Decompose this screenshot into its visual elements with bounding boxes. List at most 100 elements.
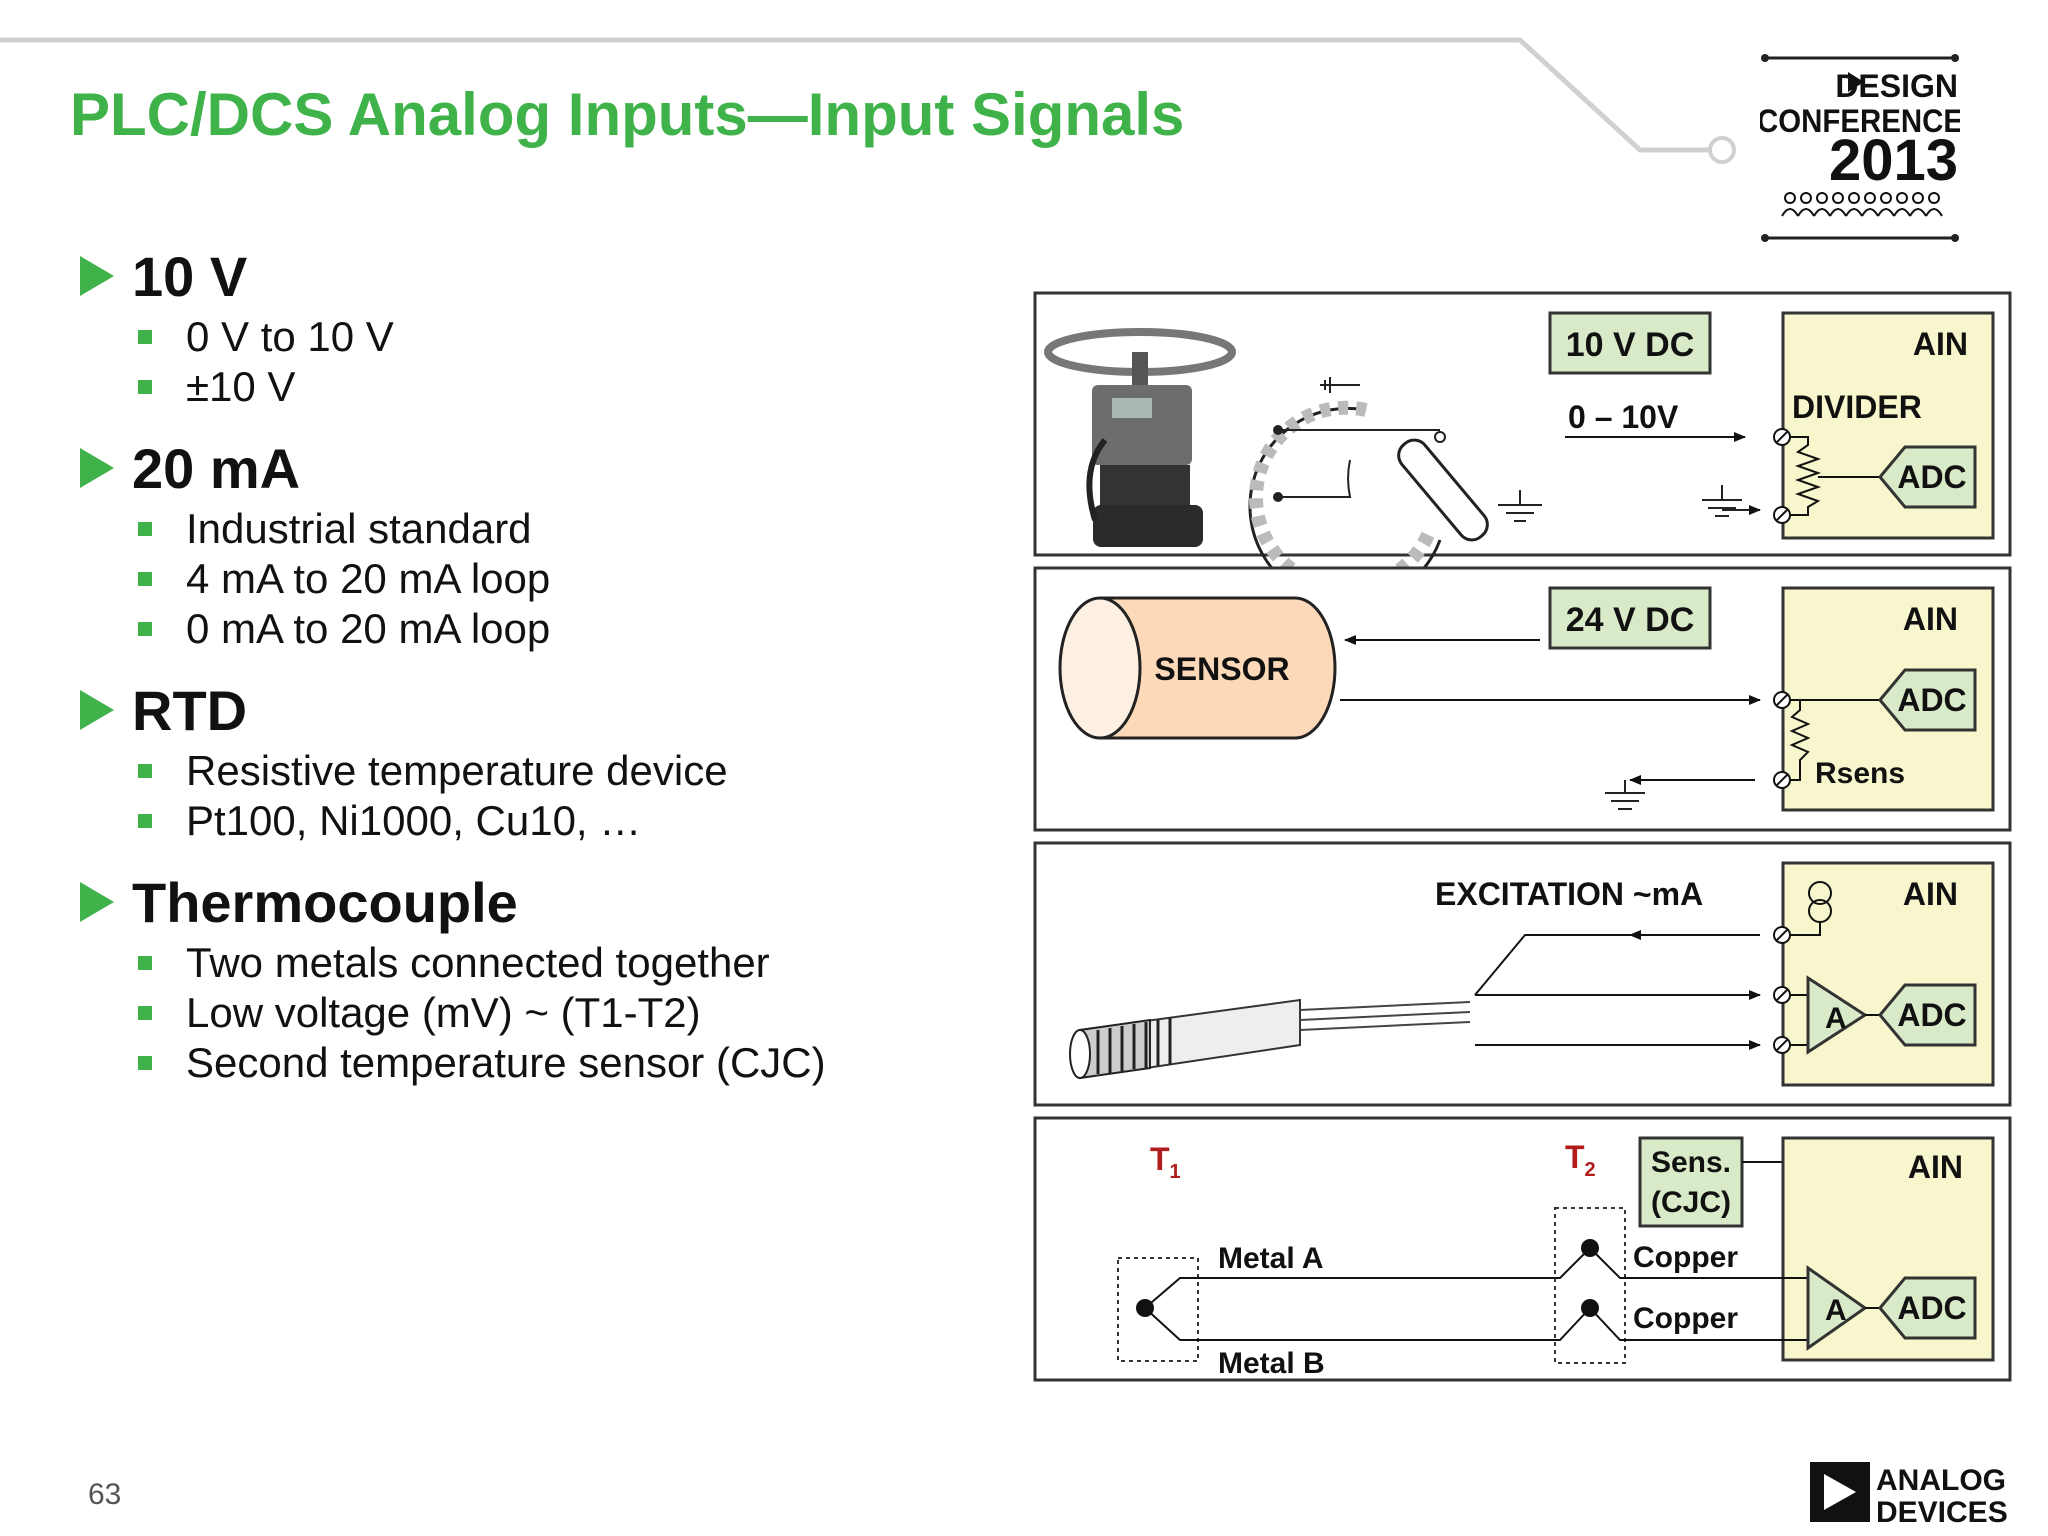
list-item: Pt100, Ni1000, Cu10, … (80, 796, 1030, 846)
amp-label: A (1825, 1002, 1847, 1035)
list-item: Resistive temperature device (80, 746, 1030, 796)
sensor-label: SENSOR (1154, 651, 1289, 687)
item-text: ±10 V (186, 363, 296, 410)
cjc-sensor-label: Sens. (1651, 1146, 1731, 1179)
logo-year-text: 2013 (1829, 128, 1958, 193)
t2-label: T2 (1565, 1139, 1596, 1181)
triangle-bullet-icon (80, 882, 114, 922)
list-item: Two metals connected together (80, 938, 1030, 988)
section-rtd: RTD Resistive temperature device Pt100, … (80, 674, 1030, 846)
item-text: Resistive temperature device (186, 747, 728, 794)
section-10v: 10 V 0 V to 10 V ±10 V (80, 240, 1030, 412)
excitation-label: EXCITATION ~mA (1435, 876, 1703, 912)
ain-label: AIN (1903, 601, 1958, 637)
resistor-icon (1790, 436, 1822, 516)
rsens-label: Rsens (1815, 757, 1905, 790)
section-20ma: 20 mA Industrial standard 4 mA to 20 mA … (80, 432, 1030, 654)
panel-voltage: 10 V DC 0 – 10V AIN DIVIDER ADC (1033, 291, 2012, 606)
range-label: 0 – 10V (1568, 399, 1679, 435)
square-bullet-icon (138, 522, 152, 536)
list-item: 0 V to 10 V (80, 312, 1030, 362)
triangle-bullet-icon (80, 690, 114, 730)
adc-label: ADC (1897, 1290, 1966, 1326)
square-bullet-icon (138, 330, 152, 344)
square-bullet-icon (138, 814, 152, 828)
list-item: Second temperature sensor (CJC) (80, 1038, 1030, 1088)
t1-label: T1 (1150, 1141, 1181, 1183)
logo-devices-text: DEVICES (1876, 1496, 2008, 1529)
heading-text: 20 mA (132, 436, 301, 500)
header-line (0, 37, 1736, 164)
item-text: 0 V to 10 V (186, 313, 394, 360)
heading-text: 10 V (132, 244, 248, 308)
square-bullet-icon (138, 572, 152, 586)
sensor-cylinder (1058, 596, 1337, 740)
panel-current: SENSOR 24 V DC AIN ADC Rsens (1033, 566, 2012, 832)
supply-box-10v (1548, 311, 1712, 375)
bullet-list: 10 V 0 V to 10 V ±10 V 20 mA Industrial … (80, 240, 1030, 1108)
adc-block (1878, 668, 1977, 732)
ain-block (1781, 861, 1995, 1087)
panel-thermocouple: T1 T2 Metal A Metal B Copper Copper Sens… (1033, 1116, 2012, 1382)
valve-actuator-icon (1044, 328, 1236, 547)
supply-label-10v: 10 V DC (1566, 326, 1695, 364)
square-bullet-icon (138, 1006, 152, 1020)
metal-b-label: Metal B (1218, 1347, 1325, 1380)
list-item: ±10 V (80, 362, 1030, 412)
triangle-bullet-icon (80, 256, 114, 296)
amp-label: A (1825, 1294, 1847, 1327)
triangle-bullet-icon (80, 448, 114, 488)
copper-label-1: Copper (1633, 1241, 1738, 1274)
square-bullet-icon (138, 622, 152, 636)
cjc-label: (CJC) (1651, 1186, 1731, 1219)
amplifier-block (1806, 1265, 1868, 1351)
panel-rtd: EXCITATION ~mA AIN A ADC (1033, 841, 2012, 1107)
slide-title: PLC/DCS Analog Inputs—Input Signals (70, 81, 1185, 148)
heading-text: Thermocouple (132, 870, 518, 934)
input-signal-diagram: 10 V DC 0 – 10V AIN DIVIDER ADC (1033, 291, 2012, 1382)
supply-label-24v: 24 V DC (1566, 601, 1695, 639)
item-text: Second temperature sensor (CJC) (186, 1039, 826, 1086)
list-item: 4 mA to 20 mA loop (80, 554, 1030, 604)
page-number: 63 (88, 1478, 122, 1511)
adc-block (1878, 445, 1977, 509)
list-item: Low voltage (mV) ~ (T1-T2) (80, 988, 1030, 1038)
ain-label: AIN (1903, 876, 1958, 912)
item-text: 4 mA to 20 mA loop (186, 555, 551, 602)
logo-analog-text: ANALOG (1876, 1464, 2006, 1497)
supply-box-24v (1548, 586, 1712, 650)
item-text: Low voltage (mV) ~ (T1-T2) (186, 989, 701, 1036)
square-bullet-icon (138, 1056, 152, 1070)
metal-a-label: Metal A (1218, 1242, 1324, 1275)
square-bullet-icon (138, 380, 152, 394)
heading-text: RTD (132, 678, 248, 742)
resistor-icon (1789, 699, 1811, 781)
section-heading: 10 V (80, 240, 1030, 312)
item-text: Two metals connected together (186, 939, 770, 986)
section-heading: Thermocouple (80, 866, 1030, 938)
list-item: 0 mA to 20 mA loop (80, 604, 1030, 654)
cold-junction-box (1554, 1207, 1626, 1364)
hot-junction-box (1117, 1257, 1199, 1362)
adc-block (1878, 1276, 1977, 1340)
item-text: Pt100, Ni1000, Cu10, … (186, 797, 642, 844)
analog-devices-logo: ANALOG DEVICES (1810, 1460, 2030, 1535)
amplifier-block (1806, 975, 1868, 1055)
divider-label: DIVIDER (1792, 389, 1922, 425)
adc-label: ADC (1897, 682, 1966, 718)
crowd-icon (1781, 192, 1943, 217)
section-thermocouple: Thermocouple Two metals connected togeth… (80, 866, 1030, 1088)
logo-design-text: DESIGN (1835, 68, 1958, 104)
item-text: Industrial standard (186, 505, 532, 552)
ain-label: AIN (1913, 326, 1968, 362)
design-conference-logo: DESIGN CONFERENCE 2013 (1757, 50, 1963, 250)
item-text: 0 mA to 20 mA loop (186, 605, 551, 652)
cjc-sensor-box (1638, 1136, 1744, 1228)
rtd-probe-icon (1069, 998, 1471, 1080)
adc-block (1878, 983, 1977, 1047)
square-bullet-icon (138, 956, 152, 970)
section-heading: 20 mA (80, 432, 1030, 504)
adc-label: ADC (1897, 459, 1966, 495)
current-source-icon (1790, 881, 1832, 936)
